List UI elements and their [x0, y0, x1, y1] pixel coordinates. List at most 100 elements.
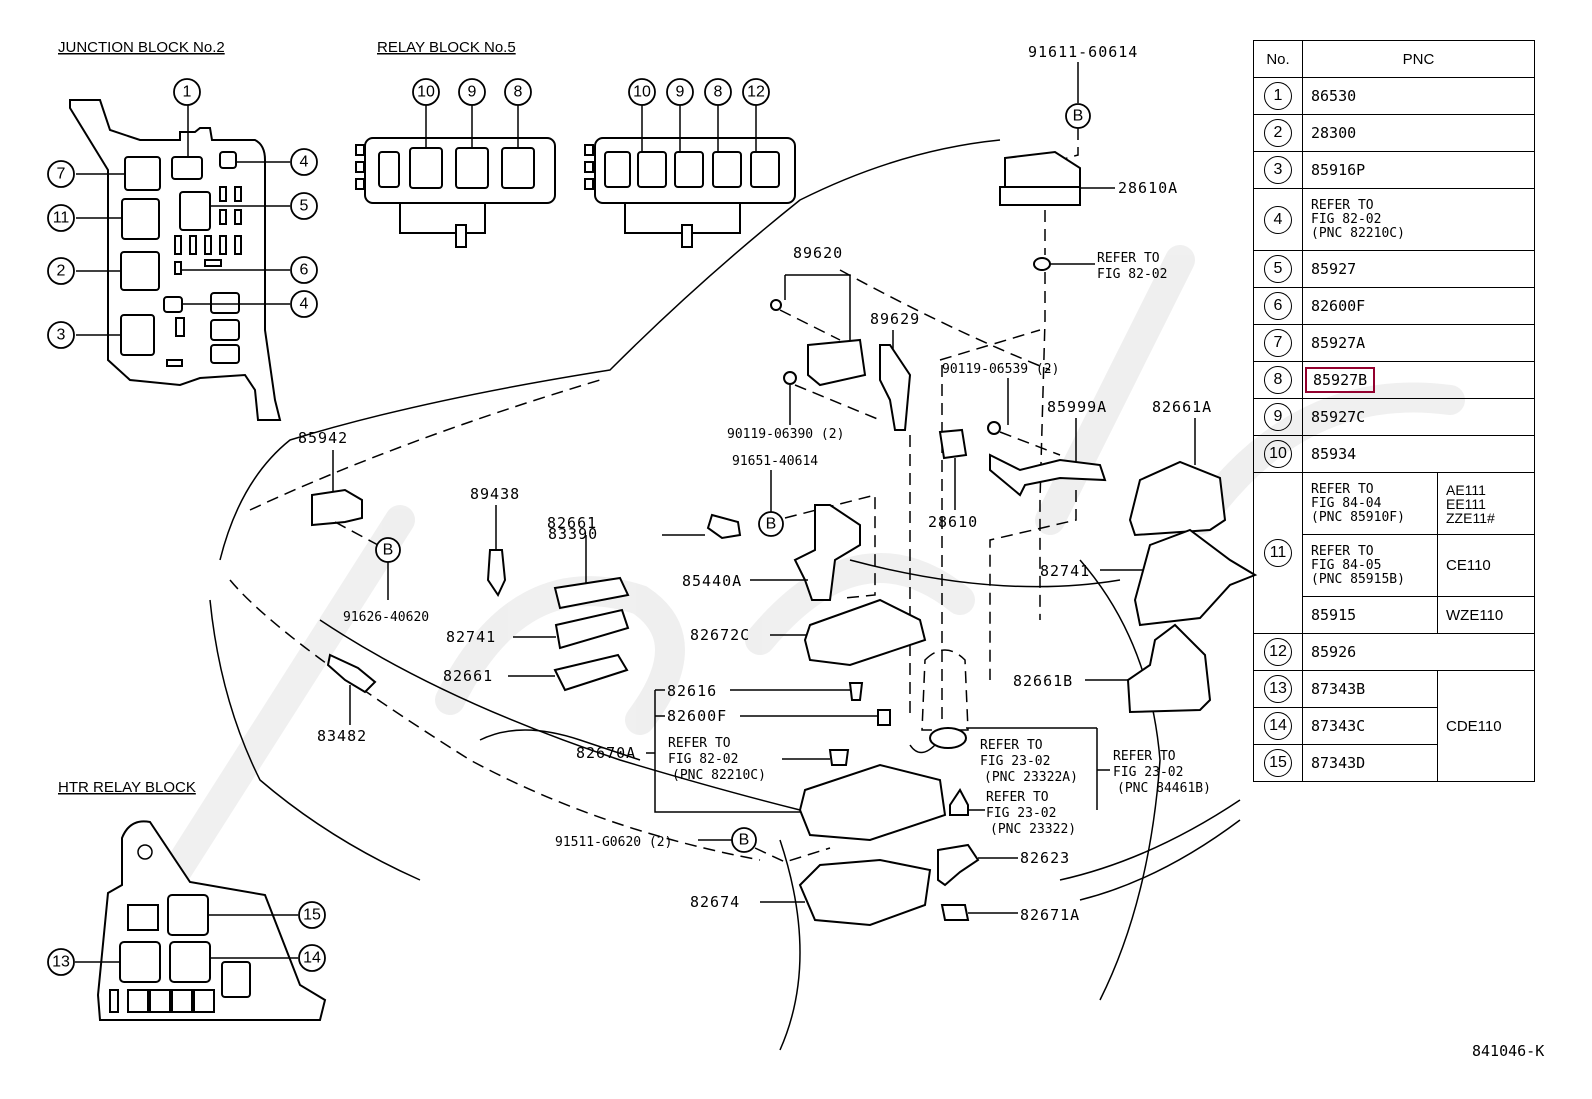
svg-text:10: 10 [633, 84, 651, 101]
svg-text:9: 9 [676, 84, 685, 101]
refer-note-23322: REFER TO [986, 790, 1049, 805]
part-label-91626-40620: 91626-40620 [343, 610, 429, 625]
part-label-89620: 89620 [793, 244, 843, 262]
part-85440A [793, 504, 861, 601]
table-row: 7 85927A [1253, 324, 1535, 362]
part-82661-top [553, 576, 630, 610]
callout-number: 12 [1264, 638, 1292, 666]
pnc-cell[interactable]: 85934 [1302, 435, 1535, 473]
callout-number: 7 [1264, 329, 1292, 357]
svg-text:8: 8 [714, 84, 723, 101]
car-body-outline [209, 139, 1241, 1051]
callout-9: 9 [458, 78, 486, 106]
svg-text:14: 14 [303, 950, 321, 967]
part-82623 [937, 843, 980, 887]
part-label-82661A: 82661A [1152, 398, 1212, 416]
b-marker: B [375, 537, 401, 563]
callout-number: 11 [1264, 539, 1292, 567]
pnc-cell[interactable]: 85915 [1302, 596, 1438, 634]
part-label-28610: 28610 [928, 513, 978, 531]
callout-4: 4 [290, 148, 318, 176]
callout-number: 1 [1264, 82, 1292, 110]
svg-text:FIG 23-02: FIG 23-02 [1113, 765, 1183, 780]
b-marker: B [758, 511, 784, 537]
htr-relay-block-title: HTR RELAY BLOCK [58, 779, 196, 796]
refer-note-82210c: REFER TO [668, 736, 731, 751]
part-89629 [879, 344, 912, 431]
part-label-82672C: 82672C [690, 626, 750, 644]
junction-block-callouts: 1 7 4 11 5 2 6 4 3 [47, 78, 318, 349]
svg-text:8: 8 [514, 84, 523, 101]
svg-text:(PNC 23322A): (PNC 23322A) [984, 770, 1078, 785]
table-row: 15 87343D [1253, 744, 1535, 782]
bolt-icon [783, 371, 797, 385]
callout-12: 12 [742, 78, 770, 106]
header-pnc: PNC [1302, 40, 1535, 78]
callout-number: 5 [1264, 255, 1292, 283]
svg-text:B: B [383, 542, 394, 559]
part-82674 [798, 858, 932, 927]
part-label-82741-left: 82741 [446, 628, 496, 646]
b-marker: B [1065, 103, 1091, 129]
callout-9: 9 [666, 78, 694, 106]
model-cell: CE110 [1437, 534, 1535, 597]
callout-number: 9 [1264, 403, 1292, 431]
svg-text:7: 7 [57, 166, 66, 183]
table-row: 9 85927C [1253, 398, 1535, 436]
callout-10: 10 [628, 78, 656, 106]
callout-14: 14 [298, 944, 326, 972]
pnc-cell[interactable]: 85927 [1302, 250, 1535, 288]
callout-5: 5 [290, 192, 318, 220]
junction-block-drawing [69, 99, 290, 421]
callout-number: 15 [1264, 749, 1292, 777]
callout-number: 6 [1264, 292, 1292, 320]
svg-text:5: 5 [300, 198, 309, 215]
callout-8: 8 [704, 78, 732, 106]
part-label-90119-06390: 90119-06390 (2) [727, 427, 844, 442]
svg-text:FIG 82-02: FIG 82-02 [668, 752, 738, 767]
svg-text:(PNC 84461B): (PNC 84461B) [1117, 781, 1211, 796]
refer-note-84461B: REFER TO [1113, 749, 1176, 764]
figure-code: 841046-K [1472, 1042, 1545, 1060]
pnc-cell[interactable]: 85927C [1302, 398, 1535, 436]
pnc-cell[interactable]: 85926 [1302, 633, 1535, 671]
callout-10: 10 [412, 78, 440, 106]
callout-7: 7 [47, 160, 75, 188]
junction-block-title: JUNCTION BLOCK No.2 [58, 39, 225, 56]
part-82672C [803, 598, 927, 667]
pnc-cell[interactable]: 87343B [1302, 670, 1438, 708]
part-sensor [929, 727, 967, 749]
svg-text:(PNC 82210C): (PNC 82210C) [672, 768, 766, 783]
svg-text:FIG 23-02: FIG 23-02 [986, 806, 1056, 821]
table-row-highlighted: 8 85927B [1253, 361, 1535, 399]
relay-block-title: RELAY BLOCK No.5 [377, 39, 516, 56]
part-label-82671A: 82671A [1020, 906, 1080, 924]
part-82741-right [1133, 528, 1258, 627]
pnc-cell[interactable]: 85927A [1302, 324, 1535, 362]
model-cell: CDE110 [1437, 670, 1535, 782]
callout-number: 8 [1264, 366, 1292, 394]
pnc-cell[interactable]: 86530 [1302, 77, 1535, 115]
callout-13: 13 [47, 948, 75, 976]
part-83390 [706, 513, 742, 540]
pnc-cell[interactable]: 85916P [1302, 151, 1535, 189]
part-89620 [807, 338, 867, 387]
callout-number: 10 [1264, 440, 1292, 468]
table-header: No. PNC [1253, 40, 1535, 78]
pnc-cell[interactable]: 28300 [1302, 114, 1535, 152]
pnc-cell[interactable]: 87343C [1302, 707, 1438, 745]
part-82741-left [554, 608, 630, 650]
pnc-cell[interactable]: 87343D [1302, 744, 1438, 782]
part-82661-bottom [553, 653, 629, 692]
part-82671A [940, 904, 970, 921]
pnc-cell[interactable]: 82600F [1302, 287, 1535, 325]
pnc-cell-highlighted[interactable]: 85927B [1302, 361, 1535, 399]
part-label-83390: 83390 [548, 525, 598, 543]
